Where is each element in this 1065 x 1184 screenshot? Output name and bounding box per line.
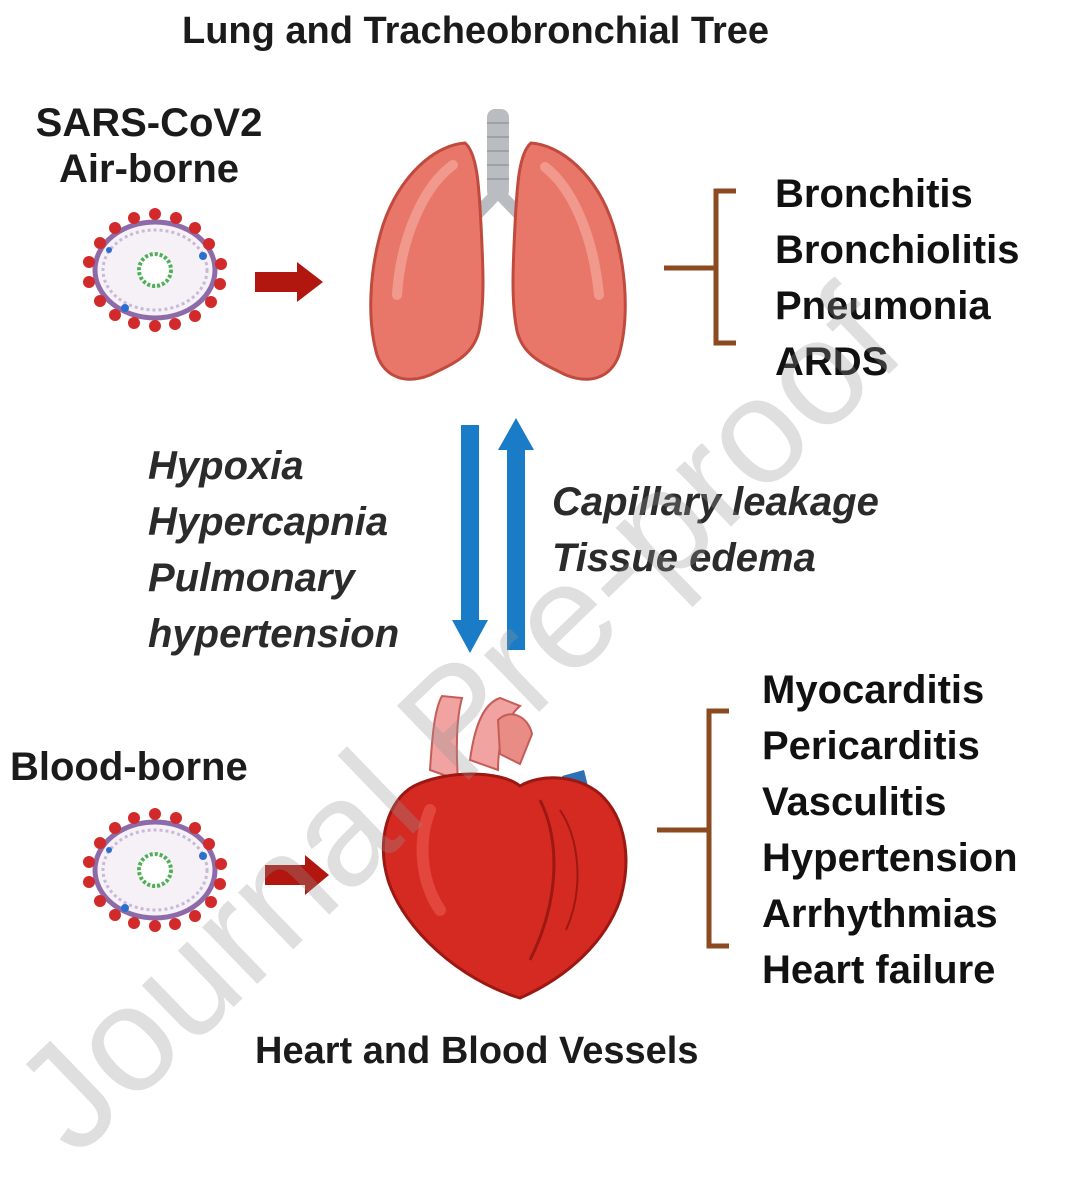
heart-condition-item: Myocarditis — [762, 662, 1018, 718]
right-lung — [513, 143, 625, 379]
virus-body — [95, 222, 215, 318]
coronavirus-icon — [80, 210, 230, 330]
airborne-label-line2: Air-borne — [15, 146, 283, 192]
effect-item: hypertension — [148, 606, 399, 662]
lungs-illustration — [355, 105, 645, 390]
heart-condition-item: Vasculitis — [762, 774, 1018, 830]
bloodborne-label: Blood-borne — [10, 744, 248, 790]
effect-item: Hypercapnia — [148, 494, 399, 550]
bottom-title: Heart and Blood Vessels — [255, 1030, 699, 1073]
heart-conditions-list: Myocarditis Pericarditis Vasculitis Hype… — [762, 662, 1018, 998]
heart-conditions-bracket — [653, 708, 733, 950]
airborne-arrow-icon — [255, 262, 325, 302]
top-title: Lung and Tracheobronchial Tree — [182, 10, 769, 53]
airborne-label-line1: SARS-CoV2 — [15, 100, 283, 146]
heart-condition-item: Hypertension — [762, 830, 1018, 886]
effect-item: Pulmonary — [148, 550, 399, 606]
lung-to-heart-effects: Hypoxia Hypercapnia Pulmonary hypertensi… — [148, 438, 399, 662]
lung-conditions-bracket — [660, 188, 740, 348]
left-lung — [371, 143, 483, 379]
airborne-label: SARS-CoV2 Air-borne — [15, 100, 283, 192]
heart-condition-item: Heart failure — [762, 942, 1018, 998]
heart-condition-item: Arrhythmias — [762, 886, 1018, 942]
heart-condition-item: Pericarditis — [762, 718, 1018, 774]
effect-item: Hypoxia — [148, 438, 399, 494]
lung-condition-item: Bronchitis — [775, 166, 1019, 222]
